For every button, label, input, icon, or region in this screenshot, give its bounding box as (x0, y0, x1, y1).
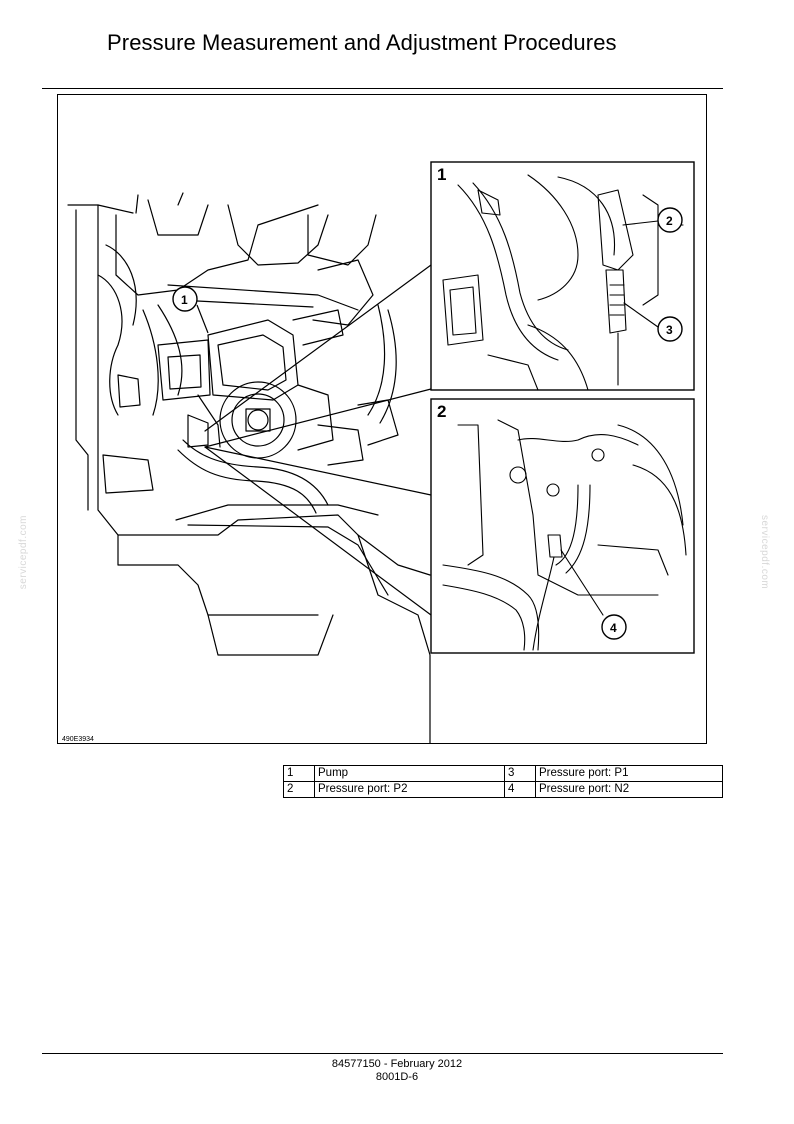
footer-page-number: 8001D-6 (375, 1071, 419, 1083)
callout-3: 3 (666, 323, 673, 337)
legend-number: 3 (504, 765, 536, 782)
callout-2: 2 (666, 214, 673, 228)
legend-number: 1 (283, 765, 315, 782)
footer-rule (42, 1053, 723, 1054)
table-row: 1 Pump 3 Pressure port: P1 (283, 765, 723, 782)
legend-number: 2 (283, 781, 315, 798)
legend-label: Pressure port: N2 (535, 781, 723, 798)
legend-table: 1 Pump 3 Pressure port: P1 2 Pressure po… (283, 765, 723, 798)
footer-doc-number: 84577150 - February 2012 (331, 1058, 463, 1070)
legend-label: Pump (314, 765, 505, 782)
callout-1: 1 (181, 293, 188, 307)
callout-4: 4 (610, 621, 617, 635)
inset-label-1: 1 (437, 165, 446, 184)
legend-number: 4 (504, 781, 536, 798)
table-row: 2 Pressure port: P2 4 Pressure port: N2 (283, 781, 723, 798)
watermark-left: servicepdf.com (18, 515, 29, 590)
figure-id: 490E3934 (62, 736, 94, 743)
technical-illustration: 1 2 1 2 3 4 490E3934 (57, 94, 707, 744)
page-title: Pressure Measurement and Adjustment Proc… (107, 30, 617, 55)
header-rule (42, 88, 723, 89)
legend-label: Pressure port: P2 (314, 781, 505, 798)
watermark-right: servicepdf.com (759, 515, 770, 590)
inset-label-2: 2 (437, 402, 446, 421)
legend-label: Pressure port: P1 (535, 765, 723, 782)
pump-line-drawing: 1 2 1 2 3 4 (67, 161, 695, 743)
